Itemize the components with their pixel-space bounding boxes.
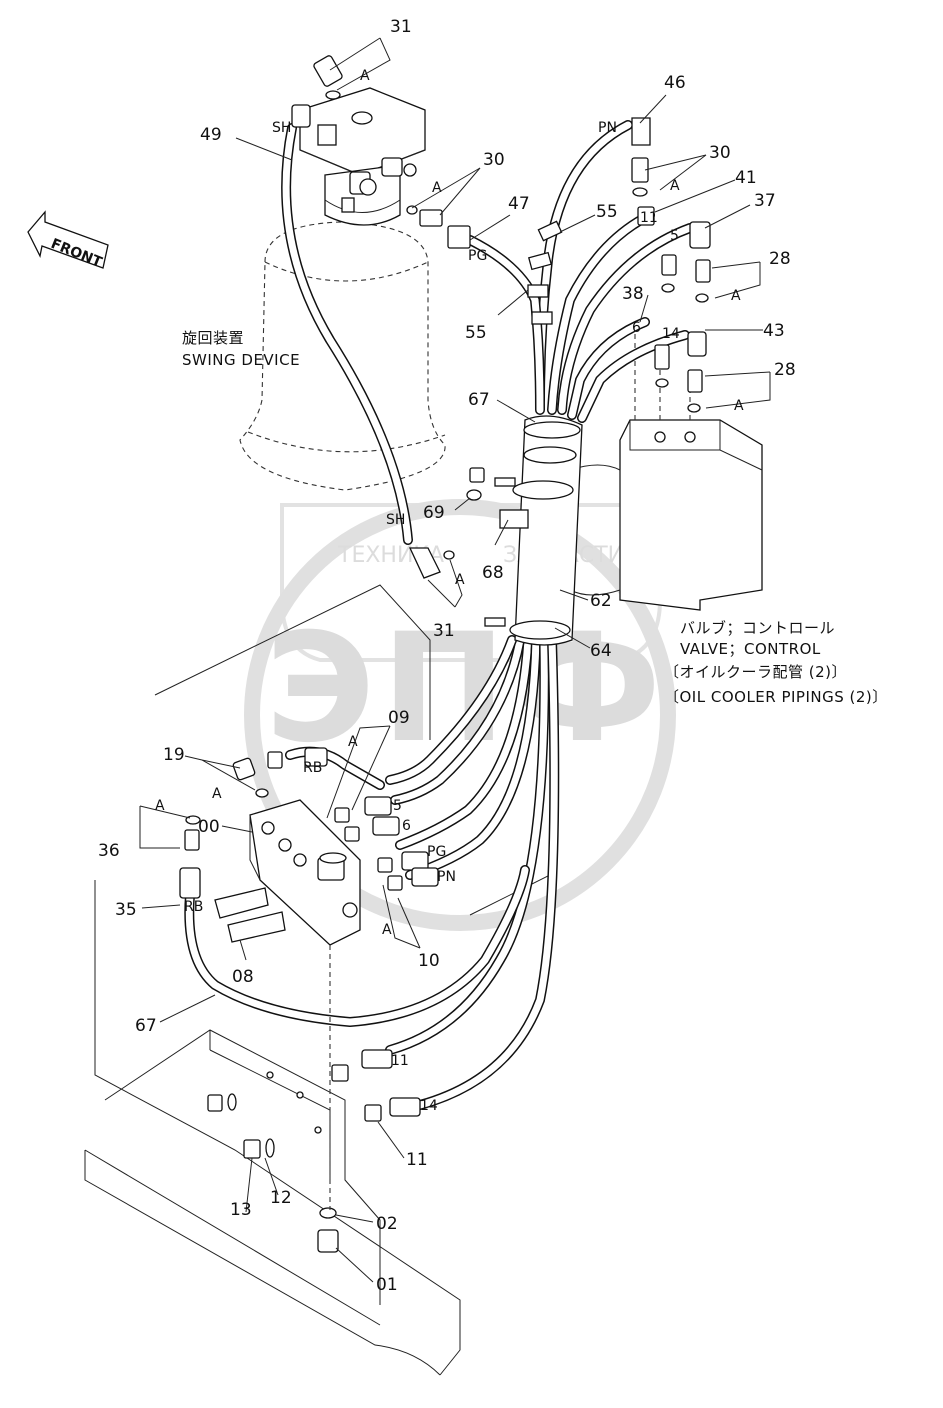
callout-19: 19 <box>163 745 185 765</box>
hose-tag-pn-bottom: PN <box>437 869 456 885</box>
swing-device-caption: SWING DEVICE <box>182 351 300 369</box>
callout-09: 09 <box>388 708 410 728</box>
callout-67-bottom: 67 <box>135 1016 157 1036</box>
callout-11: 11 <box>406 1150 428 1170</box>
callout-35: 35 <box>115 900 137 920</box>
callout-08: 08 <box>232 967 254 987</box>
hose-tag-5-bottom: 5 <box>393 798 402 814</box>
callout-31-top: 31 <box>390 17 412 37</box>
callout-30-right: 30 <box>709 143 731 163</box>
callout-55-bottom: 55 <box>465 323 487 343</box>
callout-47: 47 <box>508 194 530 214</box>
a-mark: A <box>382 922 392 938</box>
hose-tag-pg-bottom: PG <box>427 844 446 860</box>
top-fittings <box>291 55 711 579</box>
hose-tag-rb-top: RB <box>303 760 322 776</box>
distribution-block <box>214 799 361 946</box>
hose-tag-11-top: 11 <box>640 210 658 226</box>
callout-37: 37 <box>754 191 776 211</box>
oil-cooler-jp-caption: 〔オイルクーラ配管 (2)〕 <box>664 663 847 681</box>
part-callouts: 31 49 30 46 30 41 47 55 37 28 55 38 43 2… <box>98 17 796 1295</box>
swing-device-jp-caption: 旋回装置 <box>182 329 244 347</box>
a-marks: A A A A A A A A A A <box>155 68 744 938</box>
hose-tag-6-bottom: 6 <box>402 818 411 834</box>
a-mark: A <box>155 798 165 814</box>
hose-tag-5-top: 5 <box>670 228 679 244</box>
callout-43: 43 <box>763 321 785 341</box>
callout-30-mid: 30 <box>483 150 505 170</box>
callout-46: 46 <box>664 73 686 93</box>
a-mark: A <box>348 734 358 750</box>
callout-28-top: 28 <box>769 249 791 269</box>
callout-01: 01 <box>376 1275 398 1295</box>
control-valve-jp-caption: バルブ；コントロール <box>680 619 835 637</box>
hose-tag-11-bottom: 11 <box>391 1053 409 1069</box>
a-mark: A <box>360 68 370 84</box>
watermark-logo-letters: ЭПФ <box>265 602 667 776</box>
hose-tag-14-bottom: 14 <box>420 1098 438 1114</box>
hose-tag-sh-top: SH <box>272 120 291 136</box>
protective-sleeve <box>484 415 583 646</box>
swing-motor-block <box>299 87 426 226</box>
callout-10: 10 <box>418 951 440 971</box>
lower-fittings <box>207 945 421 1253</box>
frame-outlines <box>84 584 551 1376</box>
distribution-fittings <box>179 747 439 899</box>
callout-69: 69 <box>423 503 445 523</box>
hose-tag-sh-bottom: SH <box>386 512 405 528</box>
control-valve-block <box>569 330 763 611</box>
hose-tag-6-top: 6 <box>632 320 641 336</box>
callout-38: 38 <box>622 284 644 304</box>
hose-runs <box>184 120 695 1110</box>
hose-tags: SH SH PN PG RB RB PG PN 5 6 11 14 5 6 11… <box>184 120 680 1114</box>
callout-13: 13 <box>230 1200 252 1220</box>
callout-00: 00 <box>198 817 220 837</box>
hose-clamps <box>527 220 563 325</box>
callout-64: 64 <box>590 641 612 661</box>
a-mark: A <box>455 572 465 588</box>
front-arrow: FRONT <box>27 210 109 271</box>
a-mark: A <box>734 398 744 414</box>
callout-28-bottom: 28 <box>774 360 796 380</box>
hose-tag-rb-left: RB <box>184 899 203 915</box>
callout-41: 41 <box>735 168 757 188</box>
leader-lines <box>139 37 771 1283</box>
hose-tag-14-top: 14 <box>662 326 680 342</box>
callout-55-top: 55 <box>596 202 618 222</box>
hose-tag-pg-top: PG <box>468 248 487 264</box>
callout-36: 36 <box>98 841 120 861</box>
a-mark: A <box>212 786 222 802</box>
control-valve-caption: VALVE；CONTROL <box>680 640 821 658</box>
callout-31-bottom: 31 <box>433 621 455 641</box>
callout-02: 02 <box>376 1214 398 1234</box>
swing-device-outline <box>239 221 446 491</box>
callout-62: 62 <box>590 591 612 611</box>
oil-cooler-caption: 〔OIL COOLER PIPINGS (2)〕 <box>664 688 888 706</box>
callout-67-top: 67 <box>468 390 490 410</box>
a-mark: A <box>731 288 741 304</box>
callout-12: 12 <box>270 1188 292 1208</box>
callout-49: 49 <box>200 125 222 145</box>
a-mark: A <box>670 178 680 194</box>
callout-68: 68 <box>482 563 504 583</box>
a-mark: A <box>432 180 442 196</box>
hose-tag-pn-top: PN <box>598 120 617 136</box>
